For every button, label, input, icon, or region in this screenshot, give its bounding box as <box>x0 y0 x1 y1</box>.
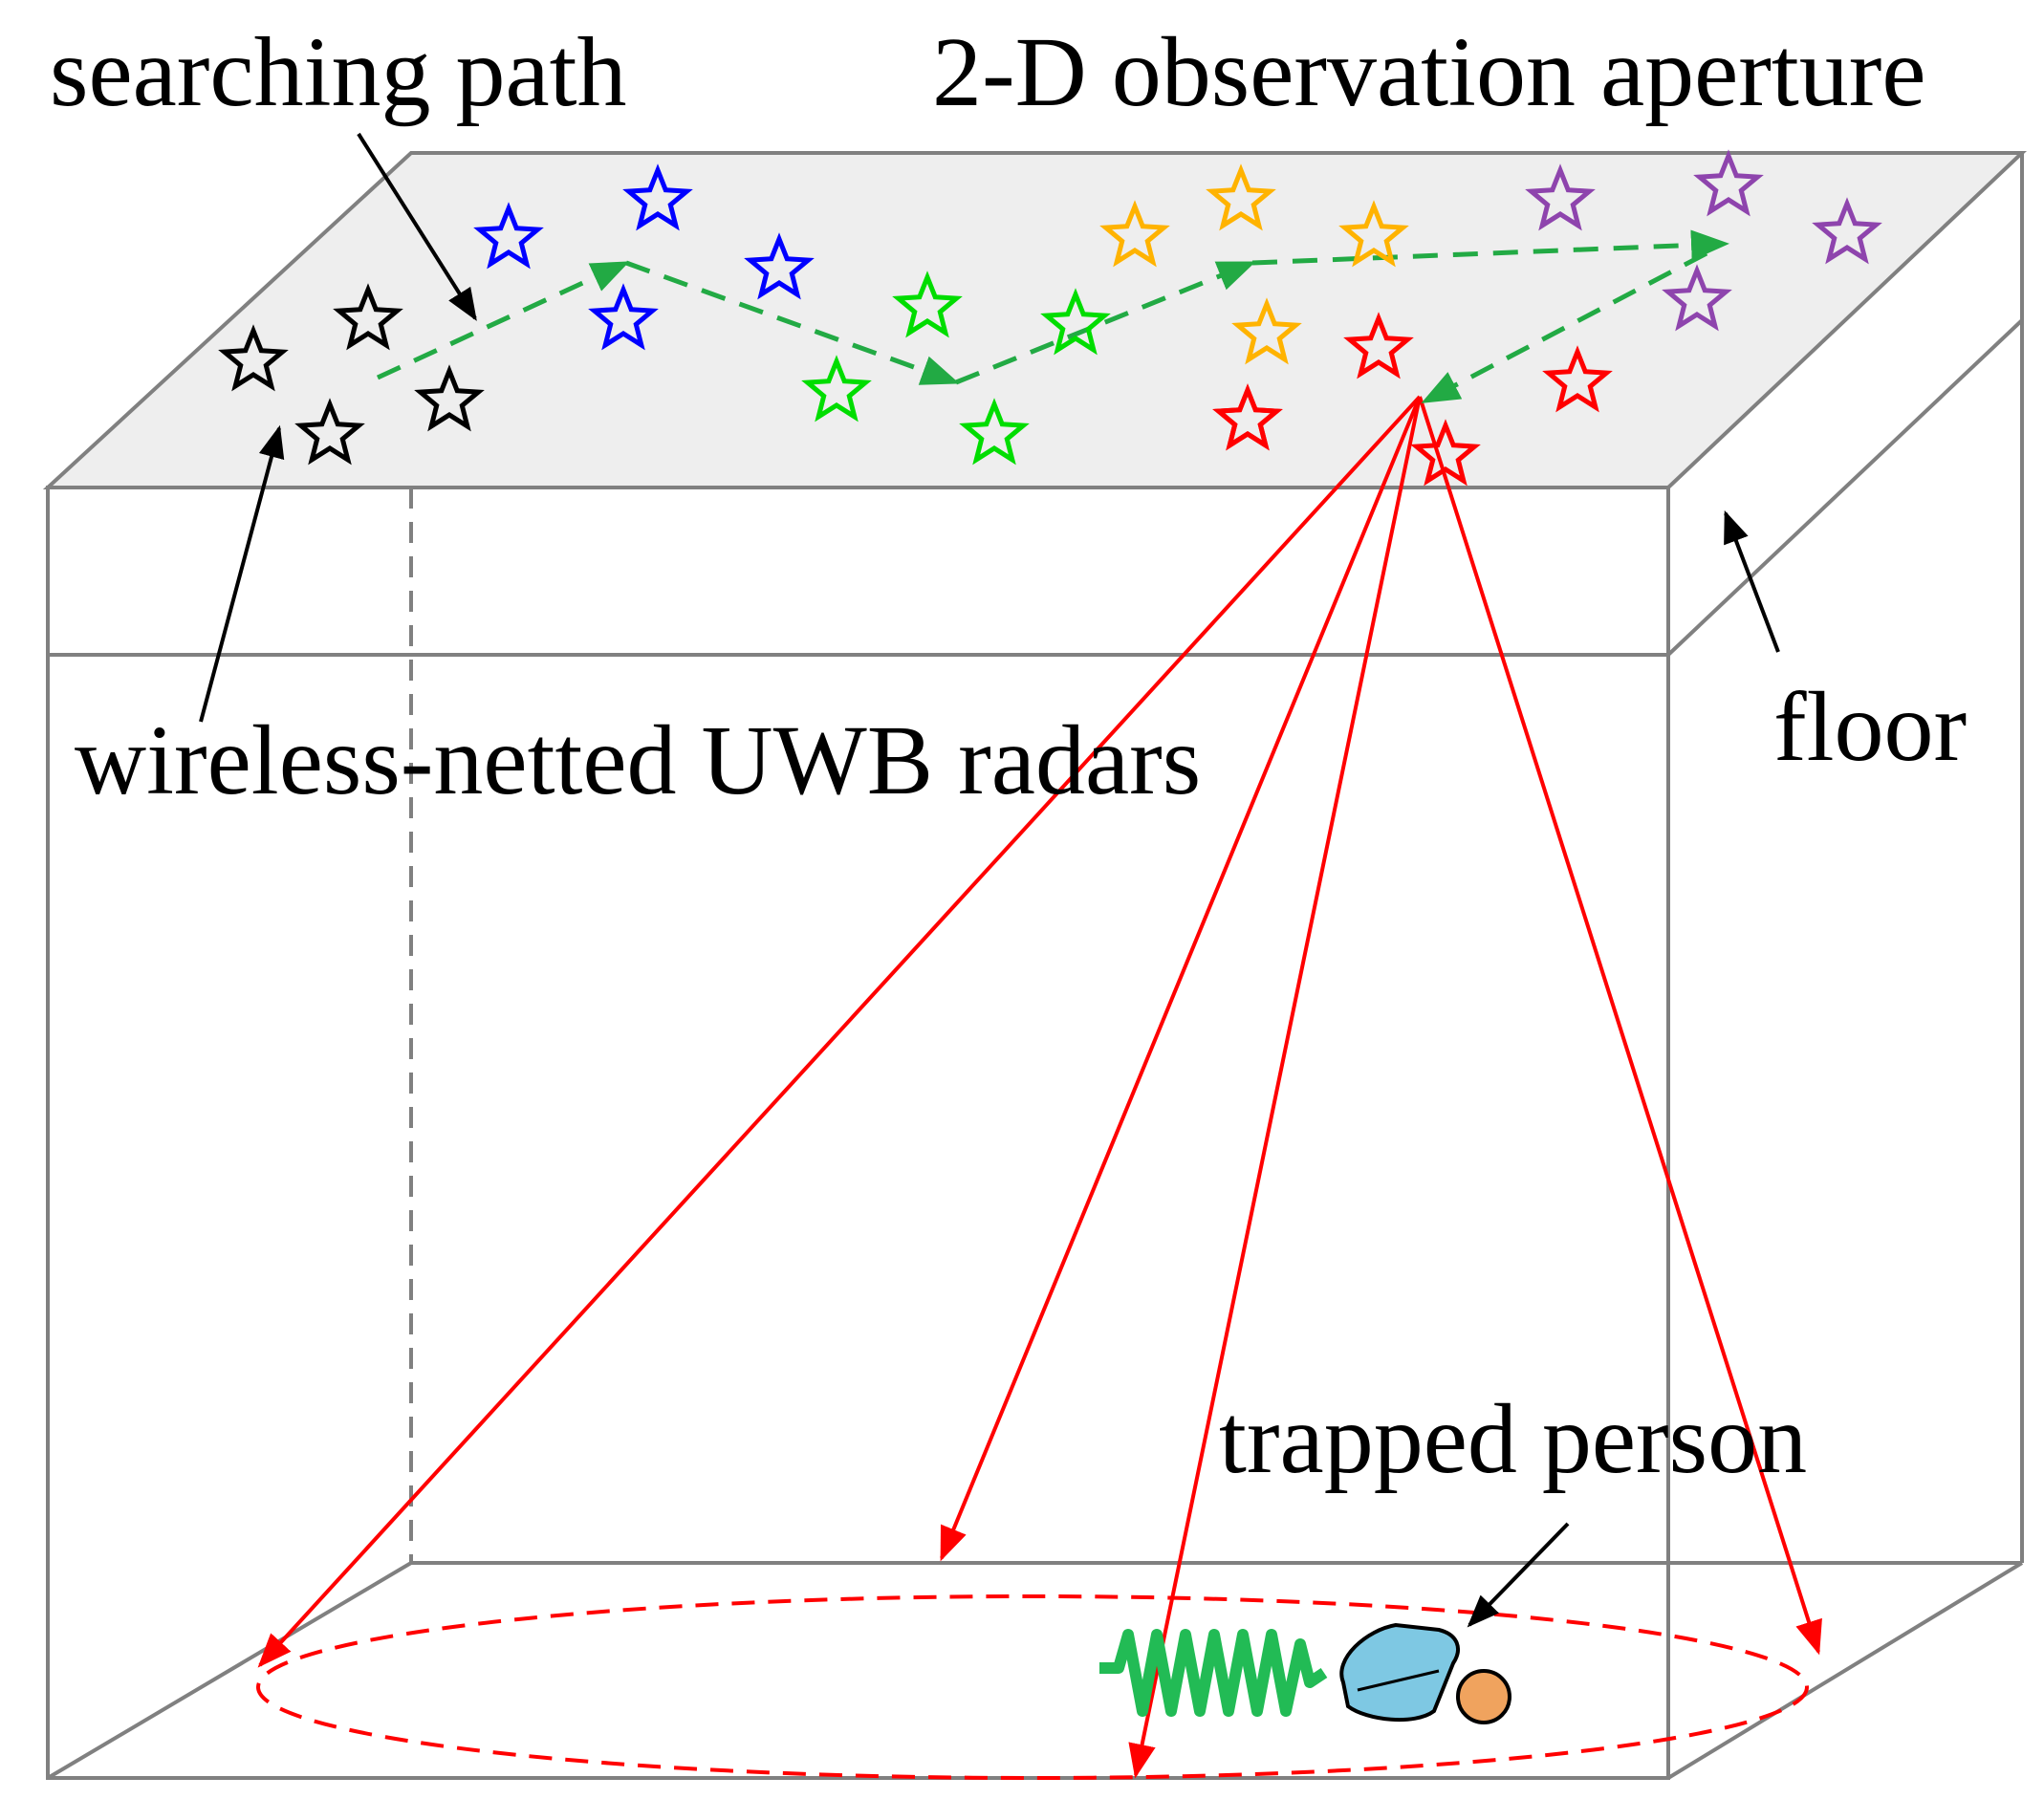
radar-star-icon <box>218 324 289 392</box>
beam <box>940 396 1422 1562</box>
beam <box>1128 396 1422 1779</box>
person-body <box>1339 1622 1460 1722</box>
radar-star-icon <box>801 355 872 423</box>
radar-star-icon <box>473 202 544 270</box>
beam <box>257 395 1422 1668</box>
radar-star-icon <box>1542 345 1613 413</box>
radar-star-icon <box>1338 200 1409 268</box>
radar-star-icon <box>1206 163 1276 231</box>
radar-star-icon <box>622 163 693 231</box>
radar-star-icon <box>588 283 659 351</box>
radar-star-icon <box>1343 312 1414 379</box>
building-box <box>46 153 2024 1780</box>
searching-path-label: searching path <box>50 17 627 127</box>
beam <box>1418 396 1822 1656</box>
searching-path <box>376 229 1729 404</box>
radar-beams <box>257 395 1822 1779</box>
radar-star-icon <box>959 398 1030 466</box>
radar-star-icon <box>1410 419 1481 487</box>
detection-zone <box>256 1594 1809 1780</box>
aperture-label: 2-D observation aperture <box>932 17 1926 127</box>
person-icon <box>1339 1622 1511 1724</box>
radar-star-icon <box>1231 297 1302 365</box>
radar-star-icon <box>1099 200 1170 268</box>
radar-stars <box>218 149 1882 487</box>
radar-star-icon <box>1040 288 1111 356</box>
radar-star-icon <box>1212 383 1283 451</box>
arrow-icon <box>1724 509 1780 653</box>
radar-star-icon <box>1693 149 1764 217</box>
radar-star-icon <box>1812 197 1882 265</box>
radar-star-icon <box>294 398 365 466</box>
vital-sign-wave-icon <box>1099 1629 1328 1717</box>
radar-star-icon <box>892 271 963 338</box>
radar-star-icon <box>1525 163 1596 231</box>
radar-star-icon <box>744 232 815 300</box>
radar-star-icon <box>1662 264 1732 332</box>
arrow-icon <box>1467 1522 1570 1628</box>
radar-star-icon <box>414 364 485 432</box>
arrow-icon <box>357 132 477 321</box>
radars-label: wireless-netted UWB radars <box>75 705 1201 815</box>
annotation-arrows <box>199 132 1780 1628</box>
floor-label: floor <box>1773 672 1967 782</box>
radar-star-icon <box>333 283 403 351</box>
arrow-icon <box>199 424 285 723</box>
person-head <box>1456 1669 1511 1724</box>
trapped-person-label: trapped person <box>1219 1384 1807 1494</box>
